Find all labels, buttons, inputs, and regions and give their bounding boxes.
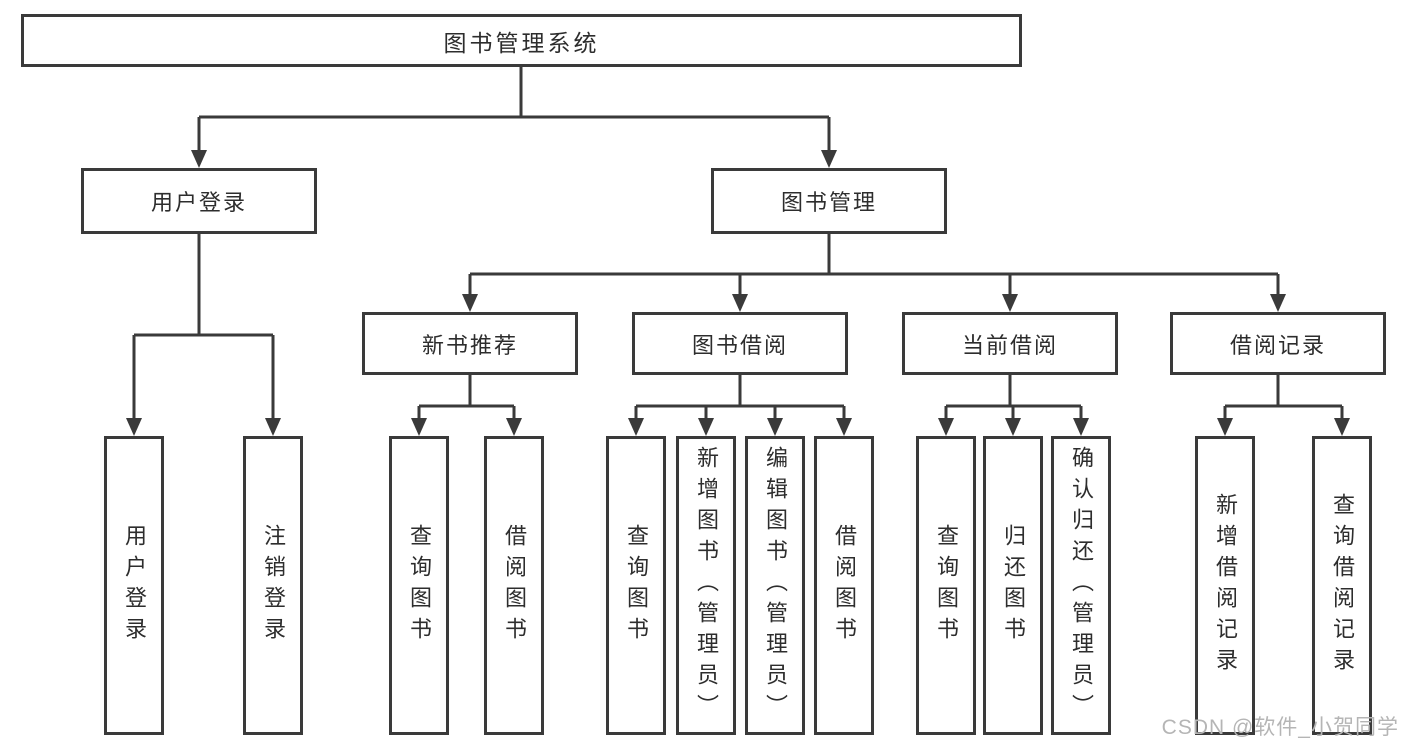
leaf-label: 查询借阅记录 — [1330, 492, 1355, 679]
leaf-add-books-admin: 新增图书（管理员） — [676, 436, 736, 735]
node-library-management-system: 图书管理系统 — [21, 14, 1022, 67]
leaf-user-login: 用户登录 — [104, 436, 164, 735]
leaf-confirm-return-admin: 确认归还（管理员） — [1051, 436, 1111, 735]
leaf-label: 新增图书（管理员） — [694, 446, 719, 725]
leaf-add-borrow-record: 新增借阅记录 — [1195, 436, 1255, 735]
leaf-label: 借阅图书 — [832, 523, 857, 648]
leaf-label: 注销登录 — [261, 523, 286, 648]
node-borrowing-records: 借阅记录 — [1170, 312, 1386, 375]
node-new-book-recommendation: 新书推荐 — [362, 312, 578, 375]
node-user-login: 用户登录 — [81, 168, 317, 234]
leaf-label: 确认归还（管理员） — [1069, 446, 1094, 725]
leaf-query-books-2: 查询图书 — [606, 436, 666, 735]
leaf-query-borrow-record: 查询借阅记录 — [1312, 436, 1372, 735]
leaf-edit-books-admin: 编辑图书（管理员） — [745, 436, 805, 735]
leaf-label: 新增借阅记录 — [1213, 492, 1238, 679]
csdn-watermark: CSDN @软件_小贺同学 — [1161, 716, 1399, 739]
leaf-query-books-3: 查询图书 — [916, 436, 976, 735]
node-current-borrowing: 当前借阅 — [902, 312, 1118, 375]
leaf-borrow-books-2: 借阅图书 — [814, 436, 874, 735]
leaf-label: 编辑图书（管理员） — [763, 446, 788, 725]
leaf-borrow-books-1: 借阅图书 — [484, 436, 544, 735]
leaf-logout: 注销登录 — [243, 436, 303, 735]
leaf-label: 查询图书 — [624, 523, 649, 648]
leaf-label: 查询图书 — [934, 523, 959, 648]
leaf-query-books-1: 查询图书 — [389, 436, 449, 735]
arrowheads — [126, 150, 1350, 436]
leaf-label: 查询图书 — [407, 523, 432, 648]
leaf-label: 用户登录 — [122, 523, 147, 648]
leaf-label: 归还图书 — [1001, 523, 1026, 648]
node-book-management: 图书管理 — [711, 168, 947, 234]
leaf-return-books: 归还图书 — [983, 436, 1043, 735]
leaf-label: 借阅图书 — [502, 523, 527, 648]
node-book-borrowing: 图书借阅 — [632, 312, 848, 375]
